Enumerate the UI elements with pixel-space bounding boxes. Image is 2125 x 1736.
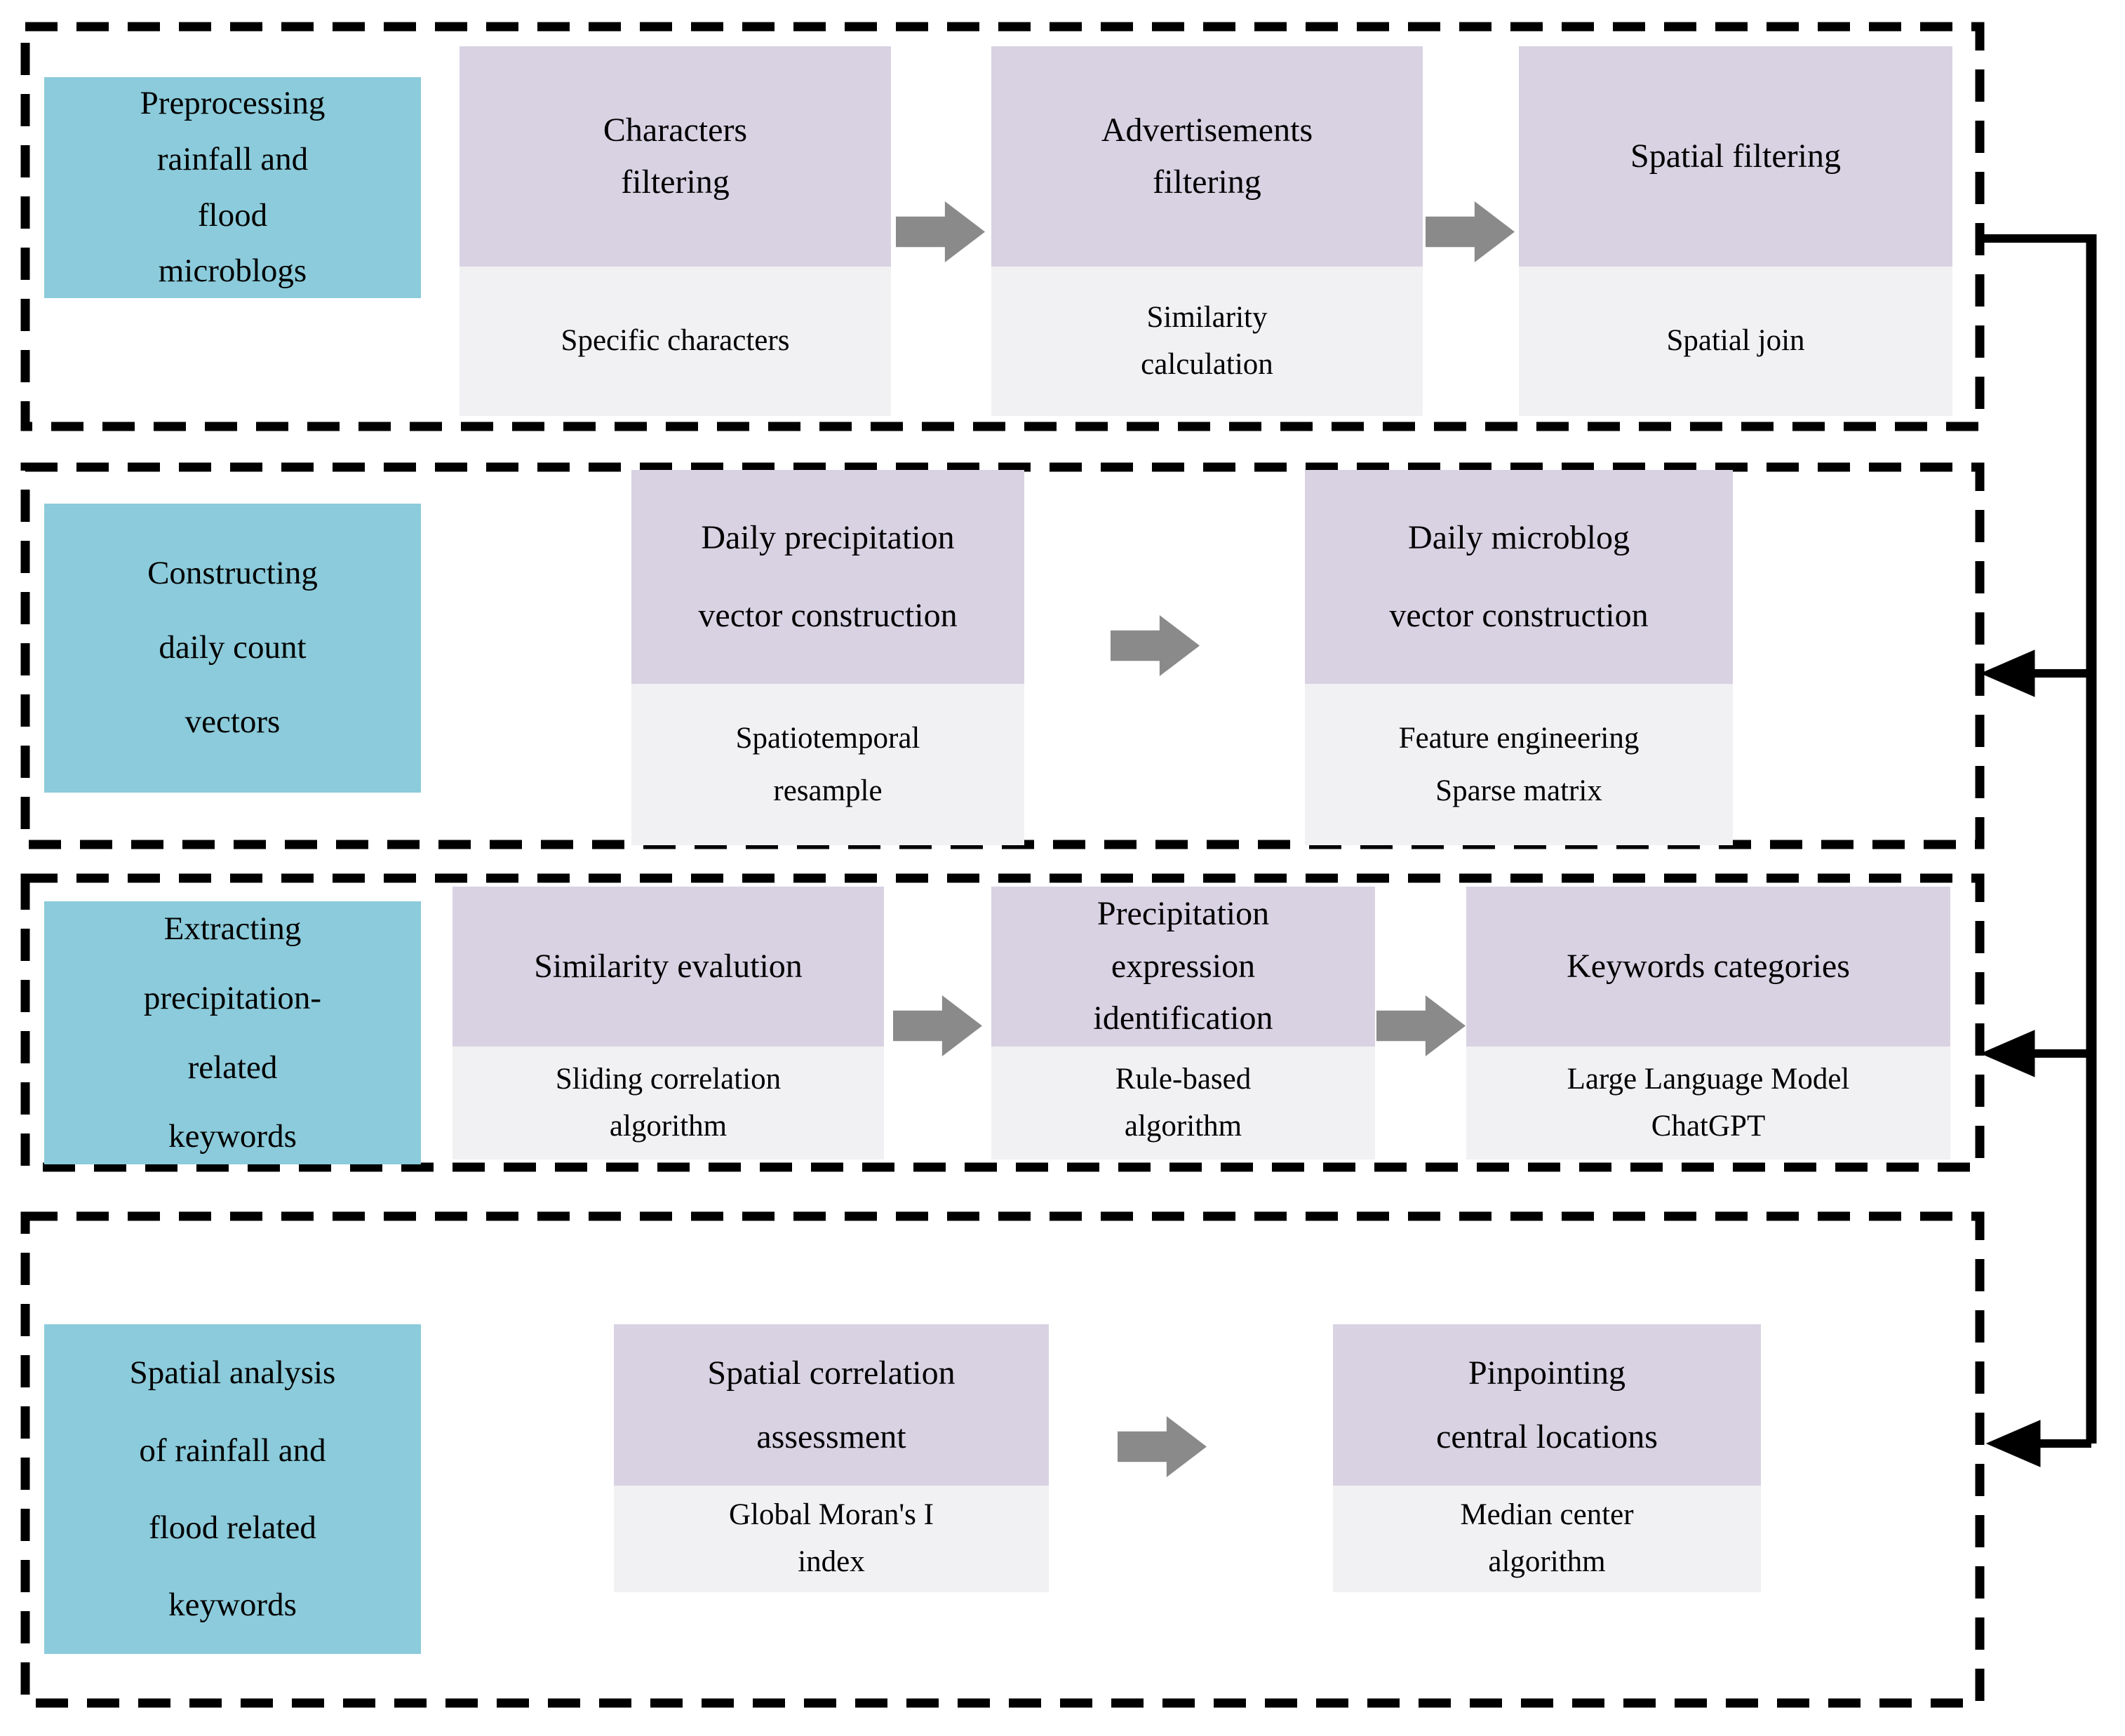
step-subtitle: Sliding correlation algorithm [453, 1047, 884, 1159]
step-title: Daily microblog vector construction [1305, 470, 1733, 684]
step-title: Daily precipitation vector construction [631, 470, 1024, 684]
stage-box-preprocessing: Preprocessing rainfall and flood microbl… [44, 77, 421, 298]
step-subtitle: Median center algorithm [1333, 1486, 1761, 1592]
step-subtitle: Global Moran's I index [614, 1486, 1049, 1592]
step-title: Spatial filtering [1519, 46, 1952, 267]
step-daily-precipitation-vector: Daily precipitation vector construction … [631, 470, 1024, 845]
step-precipitation-expression: Precipitation expression identification … [991, 887, 1375, 1159]
step-subtitle: Feature engineering Sparse matrix [1305, 684, 1733, 845]
connector-arrow-icon [1980, 650, 2035, 697]
step-title: Advertisements filtering [991, 46, 1423, 267]
step-title: Precipitation expression identification [991, 887, 1375, 1047]
step-subtitle: Specific characters [460, 267, 891, 416]
feedback-connector [1980, 234, 2097, 1467]
step-subtitle: Rule-based algorithm [991, 1047, 1375, 1159]
step-spatial-filtering: Spatial filtering Spatial join [1519, 46, 1952, 416]
step-title: Similarity evalution [453, 887, 884, 1047]
stage-box-spatial-analysis: Spatial analysis of rainfall and flood r… [44, 1324, 421, 1654]
step-spatial-correlation: Spatial correlation assessment Global Mo… [614, 1324, 1049, 1592]
step-title: Characters filtering [460, 46, 891, 267]
step-keywords-categories: Keywords categories Large Language Model… [1466, 887, 1950, 1159]
step-advertisements-filtering: Advertisements filtering Similarity calc… [991, 46, 1423, 416]
step-title: Spatial correlation assessment [614, 1324, 1049, 1486]
stage-box-daily-count-vectors: Constructing daily count vectors [44, 504, 421, 793]
step-subtitle: Spatial join [1519, 267, 1952, 416]
step-subtitle: Large Language Model ChatGPT [1466, 1047, 1950, 1159]
step-pinpointing-locations: Pinpointing central locations Median cen… [1333, 1324, 1761, 1592]
step-characters-filtering: Characters filtering Specific characters [460, 46, 891, 416]
step-similarity-evalution: Similarity evalution Sliding correlation… [453, 887, 884, 1159]
step-subtitle: Spatiotemporal resample [631, 684, 1024, 845]
step-title: Pinpointing central locations [1333, 1324, 1761, 1486]
step-subtitle: Similarity calculation [991, 267, 1423, 416]
connector-arrow-icon [1980, 1030, 2035, 1077]
step-daily-microblog-vector: Daily microblog vector construction Feat… [1305, 470, 1733, 845]
stage-box-extracting-keywords: Extracting precipitation- related keywor… [44, 901, 421, 1164]
step-title: Keywords categories [1466, 887, 1950, 1047]
connector-arrow-icon [1985, 1420, 2041, 1467]
